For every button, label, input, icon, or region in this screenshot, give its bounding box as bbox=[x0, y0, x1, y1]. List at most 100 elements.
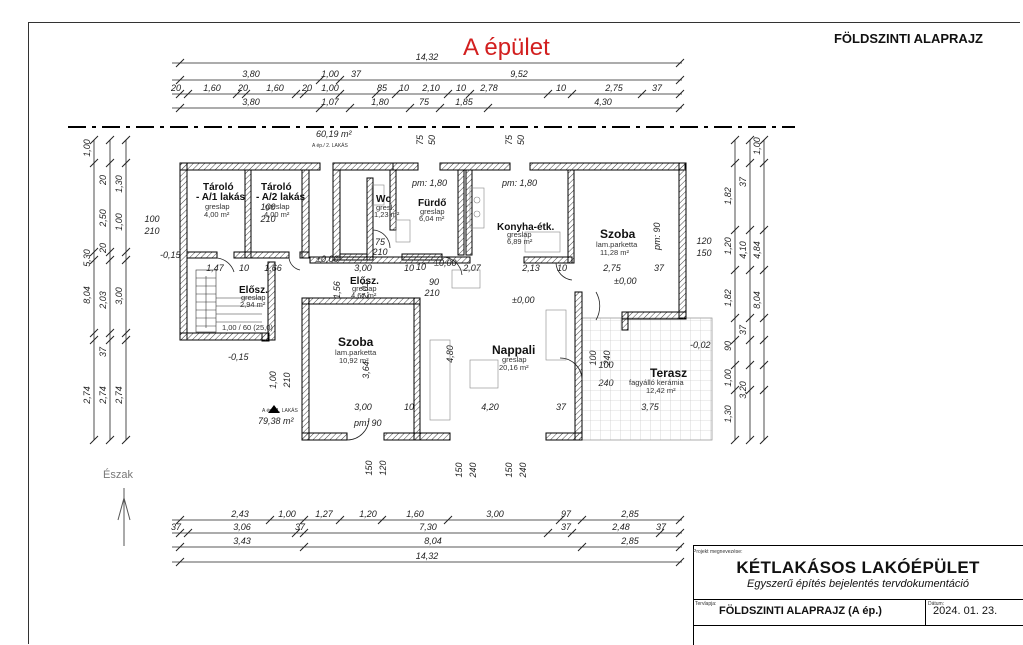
dimension-label: 10 bbox=[239, 263, 249, 273]
room-bedroom-a2-area: 11,28 m² bbox=[600, 248, 630, 257]
dimension-tick bbox=[89, 135, 99, 145]
dimension-label: 37 bbox=[654, 263, 665, 273]
dimension-label: 1,07 bbox=[321, 97, 340, 107]
dimension-tick bbox=[675, 89, 685, 99]
dimension-label: 37 bbox=[738, 324, 748, 335]
dimension-label: 210 bbox=[143, 226, 159, 236]
dimension-label: 10 bbox=[416, 262, 426, 272]
dimension-label: 100 bbox=[144, 214, 159, 224]
dimension-label: 4,84 bbox=[752, 241, 762, 259]
dimension-label: 37 bbox=[295, 522, 306, 532]
dimension-label: 20 bbox=[170, 83, 181, 93]
room-bedroom-a1-name: Szoba bbox=[338, 335, 374, 349]
drawing-label: Tervlapja: bbox=[695, 601, 717, 607]
dimension-tick bbox=[730, 225, 740, 235]
dimension-label: 3,00 bbox=[354, 263, 372, 273]
dimension-tick bbox=[567, 528, 577, 538]
dimension-tick bbox=[265, 515, 275, 525]
dimension-label: 210 bbox=[282, 372, 292, 388]
room-bath-name: Fürdő bbox=[418, 198, 446, 209]
room-hall-a1-name: Elősz. bbox=[239, 285, 268, 296]
dimension-label: 2,10 bbox=[421, 83, 440, 93]
dimension-label: 150 bbox=[364, 460, 374, 475]
dimension-tick bbox=[675, 58, 685, 68]
dimension-label: 2,78 bbox=[479, 83, 498, 93]
room-wc-area: 1,23 m² bbox=[374, 210, 400, 219]
title-block: Projekt megnevezése: KÉTLAKÁSOS LAKÓÉPÜL… bbox=[693, 545, 1023, 645]
ceiling-notes: pm: 1,80 pm: 1,80 pm: 90 pm: 90 bbox=[353, 178, 662, 428]
dimension-label: 8,04 bbox=[752, 291, 762, 309]
room-hall-a1-area: 2,94 m² bbox=[240, 300, 266, 309]
dimension-tick bbox=[175, 103, 185, 113]
dimension-label: 210 bbox=[423, 288, 439, 298]
dimension-label: 1,30 bbox=[723, 405, 733, 423]
level-mark: ±0,00 bbox=[614, 276, 636, 286]
dimension-tick bbox=[175, 58, 185, 68]
dimension-tick bbox=[555, 515, 565, 525]
dimension-tick bbox=[299, 89, 309, 99]
dimension-tick bbox=[241, 89, 251, 99]
dimension-label: 1,00 bbox=[82, 139, 92, 157]
north-label: Észak bbox=[103, 469, 133, 481]
dimension-label: 1,20 bbox=[359, 509, 377, 519]
level-mark: -0,15 bbox=[228, 352, 250, 362]
apartment-area-a2: 60,19 m² bbox=[316, 129, 353, 139]
dimension-tick bbox=[730, 265, 740, 275]
room-hall-a2-floor: greslap bbox=[352, 284, 377, 293]
dimension-label: 1,00 bbox=[723, 369, 733, 387]
dimension-tick bbox=[105, 335, 115, 345]
sheet-border bbox=[28, 22, 1020, 644]
room-storage-a2-floor: greslap bbox=[265, 202, 290, 211]
dimension-tick bbox=[730, 360, 740, 370]
dimension-label: 3,80 bbox=[242, 97, 260, 107]
dimension-tick bbox=[745, 360, 755, 370]
dimension-tick bbox=[675, 528, 685, 538]
dimension-label: 3,06 bbox=[233, 522, 251, 532]
dimension-tick bbox=[121, 435, 131, 445]
level-mark: -0,02 bbox=[690, 340, 711, 350]
dimension-tick bbox=[89, 435, 99, 445]
level-marks: ±0,00 ±0,00 ±0,00 ±0,00 -0,15 -0,15 -0,0… bbox=[160, 250, 711, 362]
room-kitchen-area: 6,89 m² bbox=[507, 237, 533, 246]
dimension-tick bbox=[465, 89, 475, 99]
dimension-label: 7,30 bbox=[419, 522, 437, 532]
dimension-label: 150 bbox=[454, 462, 464, 477]
dimension-tick bbox=[335, 515, 345, 525]
dimension-label: 50 bbox=[427, 135, 437, 145]
dimension-tick bbox=[759, 385, 769, 395]
dimension-tick bbox=[105, 435, 115, 445]
project-label: Projekt megnevezése: bbox=[693, 549, 743, 555]
dimension-tick bbox=[759, 265, 769, 275]
dimension-tick bbox=[335, 75, 345, 85]
apartment-tag-a1: A ép./ 1. LAKÁS bbox=[262, 407, 299, 414]
dimension-label: 1,00 bbox=[321, 69, 339, 79]
dimension-label: 1,82 bbox=[723, 289, 733, 307]
dimension-tick bbox=[759, 360, 769, 370]
dimension-tick bbox=[89, 255, 99, 265]
room-labels: Tároló - A/1 lakás greslap 4,00 m² Tárol… bbox=[196, 182, 687, 395]
side-dimension-ticks bbox=[89, 135, 769, 445]
dimension-label: 4,10 bbox=[738, 241, 748, 259]
stairs bbox=[195, 269, 262, 333]
dimension-label: 37 bbox=[738, 176, 748, 187]
north-arrow-icon bbox=[117, 488, 131, 546]
dimension-tick bbox=[335, 89, 345, 99]
dimension-tick bbox=[675, 515, 685, 525]
top-dimension-chains bbox=[172, 62, 682, 109]
dimension-label: 37 bbox=[556, 402, 567, 412]
title-block-divider bbox=[693, 599, 1023, 600]
dimension-label: 2,13 bbox=[521, 263, 540, 273]
sheet-label: FÖLDSZINTI ALAPRAJZ bbox=[833, 31, 983, 46]
level-mark: ±0,00 bbox=[434, 258, 456, 268]
dimension-tick bbox=[89, 335, 99, 345]
room-storage-a2-area: 4,00 m² bbox=[264, 210, 290, 219]
dimension-tick bbox=[675, 542, 685, 552]
dimension-tick bbox=[543, 528, 553, 538]
apartment-tag-a2: A ép./ 2. LAKÁS bbox=[312, 142, 349, 149]
dimension-tick bbox=[730, 158, 740, 168]
dimension-label: 75 bbox=[415, 134, 425, 145]
dimension-tick bbox=[89, 328, 99, 338]
dimension-label: 20 bbox=[98, 243, 108, 254]
dimension-label: 2,07 bbox=[462, 263, 482, 273]
